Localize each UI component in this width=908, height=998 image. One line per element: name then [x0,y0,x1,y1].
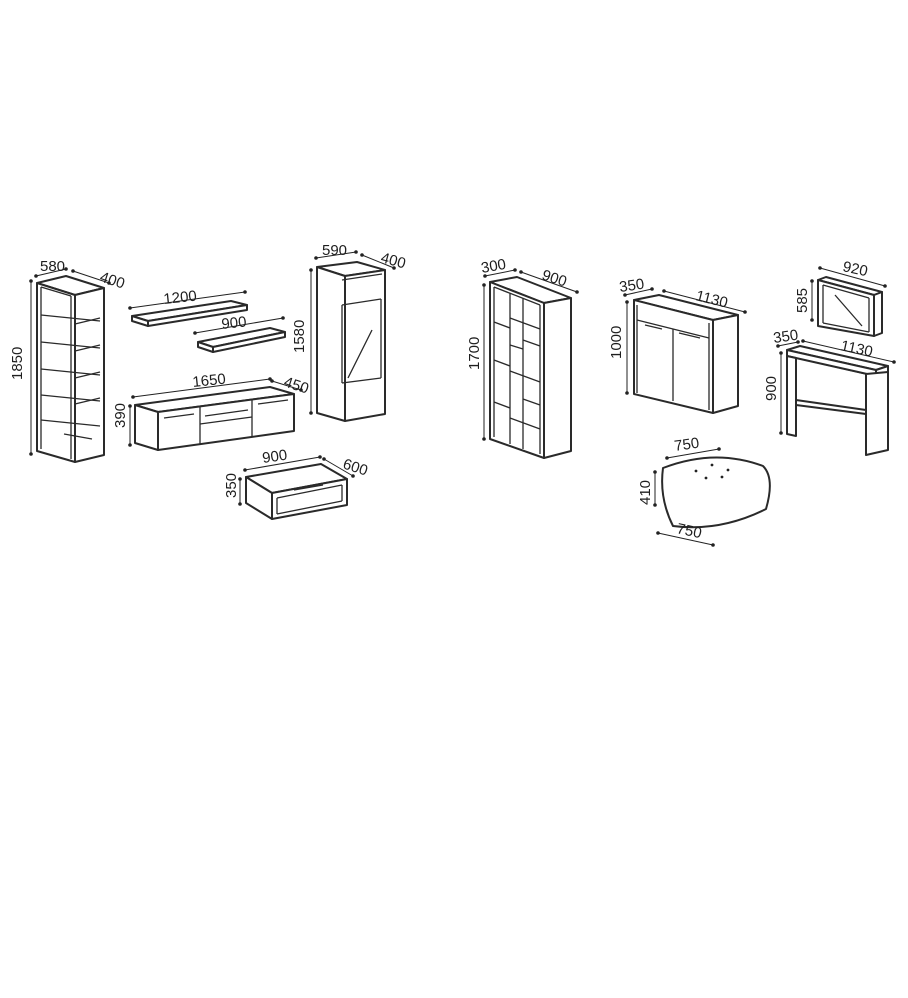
coffee-table-height-label: 350 [223,473,240,498]
tv-unit-depth-label: 450 [282,374,311,398]
console-width-label: 1130 [839,337,874,360]
pouf-height-label: 410 [637,480,654,505]
vitrine-depth-label: 400 [379,249,408,272]
console-height-label: 900 [763,376,780,401]
bookcase-tall-shelves [40,314,101,440]
sideboard-height-label: 1000 [608,326,625,359]
vitrine-width-label: 590 [322,242,347,259]
vitrine: 590 400 1580 [291,242,408,422]
open-bookcase-depth-label: 300 [480,256,508,277]
tv-unit: 1650 450 390 [112,371,311,451]
shelf-short-length-label: 900 [221,313,248,333]
bookcase-tall-depth-label: 400 [98,269,127,293]
bookcase-tall-width-label: 580 [40,258,65,275]
bookcase-tall-height-label: 1850 [9,347,26,380]
pouf-width-label: 750 [673,435,700,455]
tv-unit-width-label: 1650 [192,371,227,391]
tv-unit-height-label: 390 [112,403,129,428]
mirror-height-label: 585 [794,288,811,313]
open-bookcase-height-label: 1700 [466,337,483,370]
coffee-table: 900 600 350 [223,447,370,520]
mirror: 920 585 [794,258,887,337]
bookcase-tall: 580 400 1850 [9,258,127,463]
pouf-depth-label: 750 [675,520,703,542]
sideboard-depth-label: 350 [618,276,645,296]
console-depth-label: 350 [772,327,799,347]
coffee-table-width-label: 900 [261,447,288,467]
shelf-long-length-label: 1200 [163,288,198,308]
sideboard: 350 1130 1000 [608,276,747,414]
open-bookcase: 300 900 1700 [466,256,579,459]
open-bookcase-width-label: 900 [540,267,569,291]
shelf-short: 900 [193,313,286,353]
vitrine-height-label: 1580 [291,320,308,353]
pouf: 750 750 410 [637,435,771,547]
coffee-table-depth-label: 600 [341,456,370,480]
shelf-long: 1200 [128,288,248,327]
console-table: 350 1130 900 [763,327,896,456]
mirror-width-label: 920 [841,258,869,280]
